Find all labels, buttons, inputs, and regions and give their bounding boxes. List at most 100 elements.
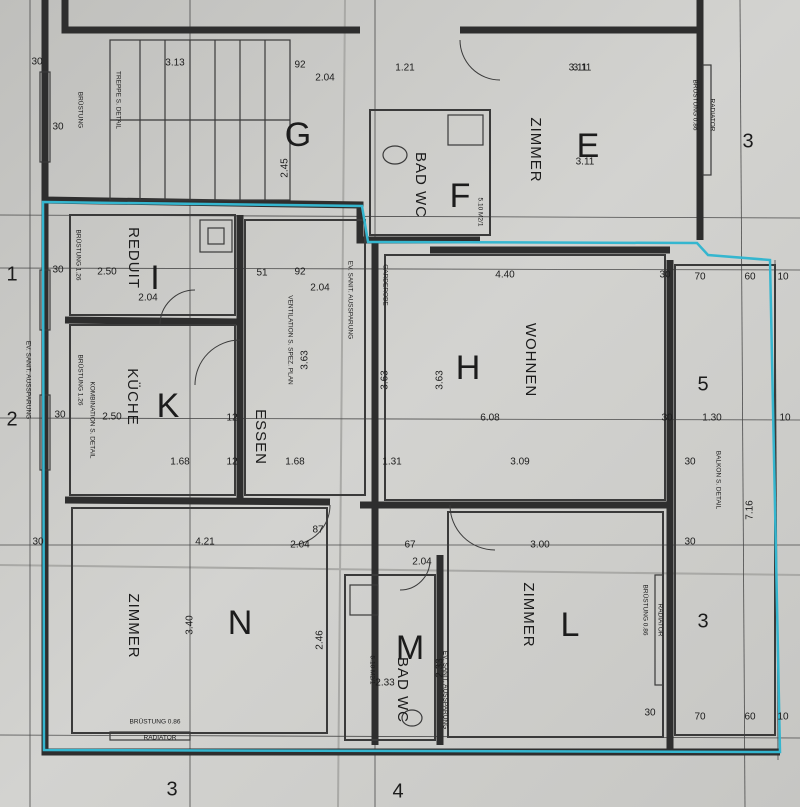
dimension-label: 51 bbox=[256, 268, 268, 279]
plan-note: BRÜSTUNG 1.26 bbox=[76, 355, 84, 406]
plan-note: BRÜSTUNG 0.86 bbox=[641, 585, 649, 636]
room-letter-l: L bbox=[561, 606, 580, 644]
dimension-label: 30 bbox=[684, 537, 696, 548]
radiator bbox=[109, 731, 191, 741]
dimension-label: 67 bbox=[404, 540, 416, 551]
dimension-label: 12 bbox=[226, 413, 238, 424]
dimension-label: 1.21 bbox=[395, 63, 415, 74]
plan-note: RADIATOR bbox=[708, 99, 715, 132]
apartment-outline bbox=[41, 200, 782, 754]
dimension-label: 7.16 bbox=[745, 500, 756, 520]
grid-axis-label: 3 bbox=[166, 778, 177, 800]
window-frame bbox=[39, 71, 51, 163]
room-name: ZIMMER bbox=[527, 117, 544, 182]
plan-note: KOMBINATION S. DETAIL bbox=[88, 381, 95, 458]
dimension-label: 30 bbox=[32, 537, 44, 548]
dimension-label: 70 bbox=[694, 272, 706, 283]
dimension-label: 10 bbox=[777, 272, 789, 283]
dimension-label: 30 bbox=[684, 457, 696, 468]
dimension-label: 2.50 bbox=[102, 412, 122, 423]
dimension-label: 30 bbox=[54, 410, 66, 421]
dimension-label: 12 bbox=[226, 457, 238, 468]
dimension-label: 3.63 bbox=[300, 350, 311, 370]
dimension-label: 1.68 bbox=[170, 457, 190, 468]
room-letter-m: M bbox=[396, 629, 424, 667]
dimension-label: 60 bbox=[744, 272, 756, 283]
room-letter-g: G bbox=[285, 116, 311, 154]
room-letter-n: N bbox=[228, 604, 253, 642]
room-name: ZIMMER bbox=[520, 582, 537, 647]
dimension-label: 30 bbox=[659, 270, 671, 281]
dimension-label: 30 bbox=[644, 708, 656, 719]
dimension-label: 10 bbox=[779, 413, 791, 424]
plan-note: BALKON S. DETAIL bbox=[714, 451, 721, 510]
grid-axis-label: 2 bbox=[6, 408, 17, 430]
room-name: REDUIT bbox=[125, 227, 142, 289]
toilet bbox=[382, 145, 408, 165]
dimension-label: 3.11 bbox=[576, 157, 595, 168]
room-name: ZIMMER bbox=[125, 593, 142, 658]
room-name: ESSEN bbox=[252, 409, 269, 465]
staircase bbox=[109, 39, 291, 201]
plan-note: EV. SANIT. AUSSPARUNG bbox=[346, 261, 353, 339]
dimension-label: 3.11 bbox=[573, 63, 592, 74]
dimension-label: 2.50 bbox=[97, 267, 117, 278]
dimension-label: 2.33 bbox=[375, 678, 395, 689]
dimension-label: 3.00 bbox=[530, 540, 550, 551]
dimension-label: 3.13 bbox=[165, 58, 185, 69]
dimension-label: 4.21 bbox=[195, 537, 215, 548]
grid-axis-label: 3 bbox=[742, 130, 753, 152]
door-swings bbox=[159, 39, 501, 591]
plan-note: RADIATOR bbox=[656, 604, 663, 637]
ventilation-shaft bbox=[199, 219, 233, 253]
dimension-label: 3.09 bbox=[510, 457, 530, 468]
dimension-label: 92 bbox=[294, 267, 306, 278]
plan-note: BRÜSTUNG 0.86 bbox=[691, 80, 699, 131]
dimension-label: 6.08 bbox=[480, 413, 500, 424]
room-letter-f: F bbox=[450, 177, 471, 215]
dimension-label: 2.33 bbox=[435, 658, 446, 678]
radiator bbox=[654, 574, 664, 686]
room-name: WOHNEN bbox=[522, 323, 539, 397]
dimension-label: 10 bbox=[777, 712, 789, 723]
dimension-label: 3.63 bbox=[380, 370, 391, 390]
plan-note: VENTILATION S. SPEZ. PLAN bbox=[286, 295, 293, 385]
dimension-label: 1.31 bbox=[382, 457, 402, 468]
room-letter-h: H bbox=[456, 349, 481, 387]
dimension-label: 2.45 bbox=[280, 158, 291, 178]
plan-note: 5.10 M2/1 bbox=[476, 198, 483, 227]
fixtures bbox=[39, 64, 712, 741]
toilet bbox=[401, 709, 423, 727]
washbasin bbox=[447, 114, 484, 146]
room-name: BAD WC bbox=[394, 657, 411, 723]
room-letter-e: E bbox=[577, 127, 600, 165]
dimension-label: 1.68 bbox=[285, 457, 305, 468]
dimension-label: 60 bbox=[744, 712, 756, 723]
dimension-label: 92 bbox=[294, 60, 306, 71]
room-letter-i: I bbox=[150, 259, 159, 297]
window-frame bbox=[39, 394, 51, 471]
paper-fold bbox=[337, 0, 346, 807]
washbasin bbox=[349, 584, 379, 616]
dimension-label: 2.04 bbox=[315, 73, 335, 84]
dimension-label: 1.30 bbox=[702, 413, 722, 424]
dimension-label: 30 bbox=[52, 265, 64, 276]
plan-note: GARDEROBE bbox=[381, 264, 388, 306]
dimension-label: 70 bbox=[694, 712, 706, 723]
plan-note: 5.10 M2/1 bbox=[368, 656, 375, 685]
dimension-label: 3.40 bbox=[185, 615, 196, 635]
radiator bbox=[702, 64, 712, 176]
grid-axis-label: 5 bbox=[697, 373, 708, 395]
room-name: KÜCHE bbox=[124, 368, 142, 426]
dimension-label: 4.40 bbox=[495, 270, 515, 281]
grid-axis-label: 4 bbox=[392, 780, 403, 802]
window-frame bbox=[39, 269, 51, 331]
room-name: BAD WC bbox=[412, 152, 429, 218]
plan-note: TREPPE S. DETAIL bbox=[114, 71, 121, 129]
walls bbox=[41, 0, 780, 756]
dimension-label: 2.04 bbox=[412, 557, 432, 568]
dimension-label: 30 bbox=[31, 57, 43, 68]
dimension-label: 2.04 bbox=[290, 540, 310, 551]
grid-axis-label: 1 bbox=[6, 263, 17, 285]
